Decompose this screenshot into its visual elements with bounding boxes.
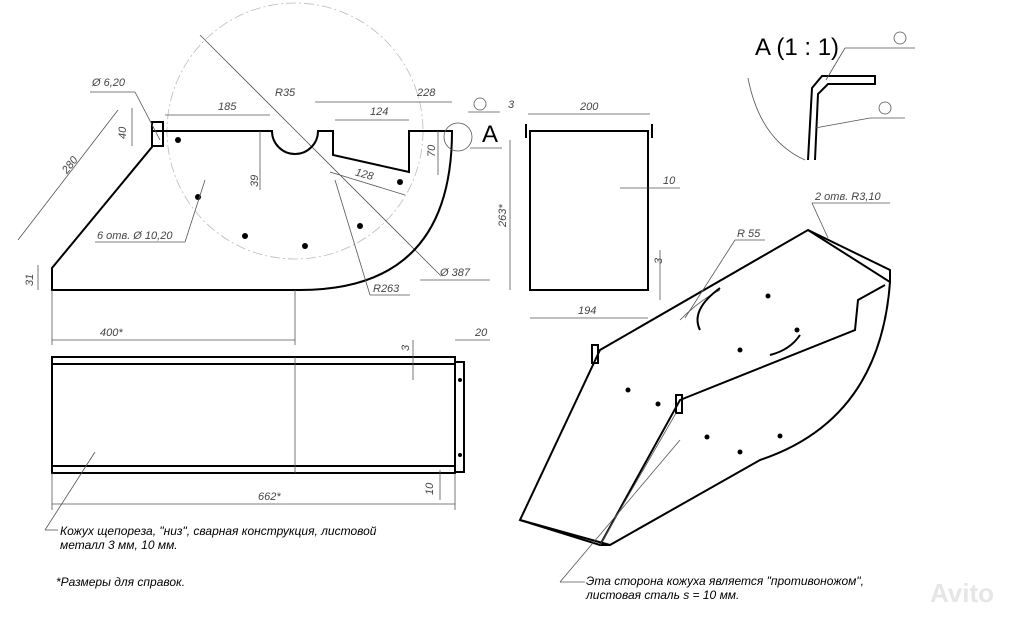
dim-70: 70 [426, 144, 438, 157]
iso-outline [518, 228, 892, 547]
section-mark-a: A [482, 121, 498, 148]
dim-d387: Ø 387 [439, 267, 471, 279]
flange [454, 361, 465, 473]
dim-124: 124 [370, 106, 388, 118]
dim-400: 400* [100, 327, 123, 339]
detail-title: A (1 : 1) [755, 34, 839, 61]
dim-128: 128 [354, 167, 376, 184]
part-note-line2: металл 3 мм, 10 мм. [60, 538, 178, 552]
reference-note: *Размеры для справок. [56, 575, 185, 589]
detail-break-arc [747, 77, 806, 161]
dim-31: 31 [24, 274, 36, 286]
dim-662: 662* [258, 491, 281, 503]
part-note-line1: Кожух щепореза, "низ", сварная конструкц… [60, 524, 377, 538]
dim-263: 263* [497, 204, 509, 228]
notes: Кожух щепореза, "низ", сварная конструкц… [45, 524, 994, 608]
iso-inner-edge [599, 284, 886, 546]
dim-185: 185 [218, 101, 237, 113]
side-view: 200 3 263* 10 3 194 [497, 99, 680, 319]
watermark-logo: Avito [930, 578, 994, 608]
dim-tab-height: 40 [117, 126, 129, 139]
mounting-holes [175, 137, 403, 249]
surface-finish-mark [473, 97, 487, 111]
side-note-line2: листовая сталь s = 10 мм. [585, 588, 739, 602]
dim-3: 3 [400, 344, 412, 351]
bottom-view-outline [51, 356, 456, 474]
dim-10: 10 [424, 482, 436, 495]
dim-10: 10 [663, 175, 676, 187]
detail-profile [807, 75, 876, 161]
dim-tab-hole: Ø 6,20 [91, 77, 126, 89]
dim-194: 194 [578, 305, 596, 317]
dim-holes: 6 отв. Ø 10,20 [97, 230, 173, 242]
dim-20: 20 [474, 327, 488, 339]
diameter-leader [199, 34, 441, 276]
dim-r55: R 55 [737, 228, 761, 240]
detail-a: A (1 : 1) [747, 31, 915, 161]
dim-r263: R263 [373, 283, 400, 295]
dim-slant-length: 280 [59, 154, 81, 177]
side-view-outline [529, 130, 649, 291]
dim-228: 228 [416, 87, 436, 99]
tab-notch [151, 121, 164, 147]
iso-view: 2 отв. R3,10 R 55 [518, 191, 892, 583]
side-note-line1: Эта сторона кожуха является "противоножо… [586, 574, 864, 588]
dim-r35: R35 [275, 87, 296, 99]
dim-200: 200 [579, 101, 599, 113]
dim-iso-holes: 2 отв. R3,10 [814, 191, 882, 203]
dim-39: 39 [249, 175, 261, 187]
bottom-view: 3 20 662* 10 [44, 327, 490, 531]
dim-3: 3 [508, 99, 515, 111]
detail-a-circle [443, 122, 473, 152]
iso-holes [625, 293, 800, 455]
top-view-outline [51, 130, 454, 291]
top-view: Ø 6,20 280 40 185 R35 124 228 39 128 70 … [17, 2, 502, 345]
dim-3b: 3 [653, 257, 665, 264]
